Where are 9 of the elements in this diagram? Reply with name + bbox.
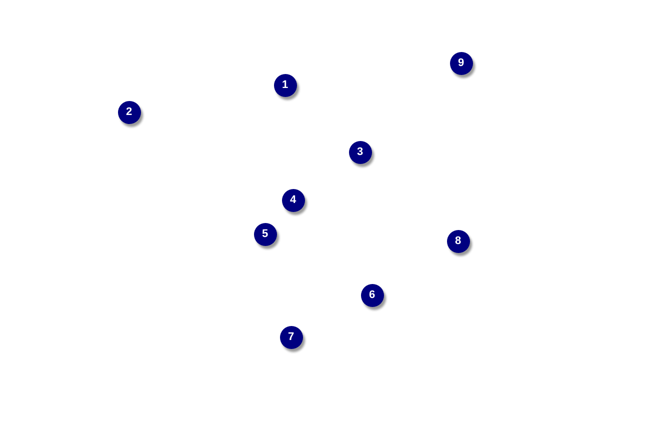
callout-number: 2 bbox=[118, 100, 140, 124]
callout-number: 1 bbox=[274, 74, 296, 96]
callout-number: 3 bbox=[348, 140, 372, 164]
callout-number: 7 bbox=[280, 326, 302, 348]
callout-number: 5 bbox=[254, 222, 276, 246]
callout-number: 6 bbox=[360, 284, 384, 306]
callout-number: 8 bbox=[446, 230, 470, 252]
callout-number: 9 bbox=[450, 52, 472, 74]
callout-number: 4 bbox=[282, 188, 304, 212]
